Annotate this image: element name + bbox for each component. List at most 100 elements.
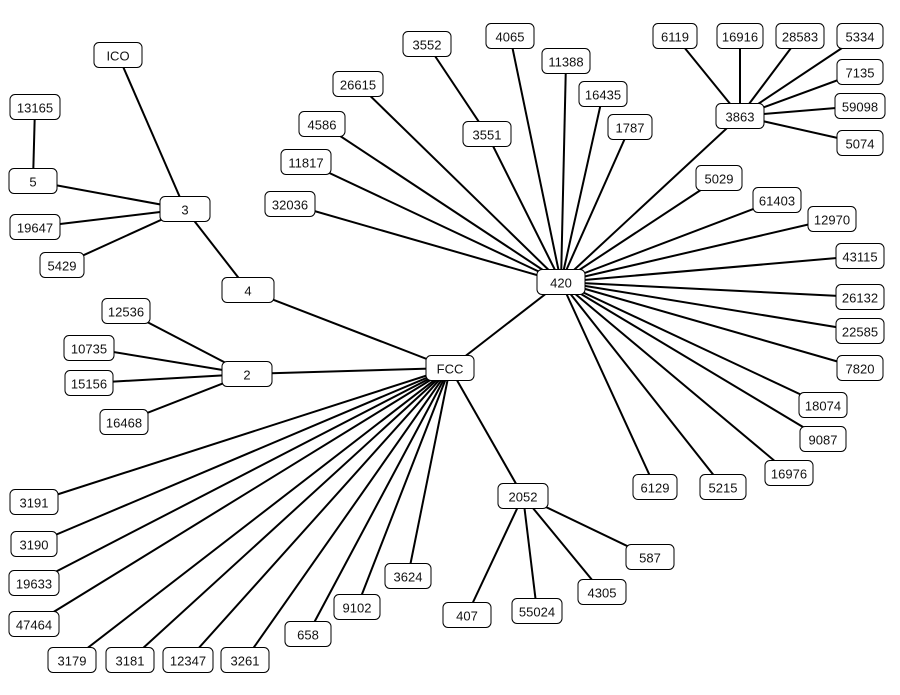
edge-4065-420 [509,35,562,283]
node-FCC: FCC [425,355,475,381]
node-label: 9087 [809,433,838,448]
node-label: ICO [106,49,129,64]
node-label: 587 [639,551,661,566]
edge-3191-FCC [33,367,451,503]
node-box [836,355,884,381]
node-420: 420 [536,269,586,295]
node-4065: 4065 [485,23,535,49]
node-label: 15156 [71,377,107,392]
node-3551: 3551 [462,121,512,147]
edge-2-FCC [246,367,451,375]
node-box [8,168,58,194]
node-box [836,23,884,49]
node-label: 7820 [846,362,875,377]
edge-9102-FCC [356,367,451,608]
edge-3624-FCC [407,367,451,577]
node-box [716,23,764,49]
edge-3261-FCC [244,367,451,661]
node-label: 5429 [48,259,77,274]
edge-5334-3863 [739,35,861,117]
node-box [462,121,512,147]
node-59098: 59098 [834,93,886,119]
node-label: 28583 [782,30,818,45]
node-label: 3552 [413,38,442,53]
node-61403: 61403 [752,187,802,213]
node-55024: 55024 [511,598,563,624]
edge-28583-3863 [739,35,801,117]
edge-6129-420 [560,281,656,488]
node-box [280,149,332,175]
node-label: 13165 [17,101,53,116]
node-12970: 12970 [807,206,857,232]
edge-3179-FCC [71,367,451,661]
node-label: 3551 [473,128,502,143]
node-box [298,111,346,137]
node-label: 19647 [17,221,53,236]
node-label: 2052 [509,490,538,505]
edge-9087-420 [560,281,824,440]
node-box [10,531,58,557]
edge-11817-420 [305,161,562,283]
node-box [9,489,59,515]
node-label: 16468 [106,416,142,431]
node-box [836,59,884,85]
node-label: 16435 [585,88,621,103]
edge-1787-420 [560,126,631,283]
node-28583: 28583 [775,23,825,49]
node-box [699,474,747,500]
node-19633: 19633 [8,570,60,596]
node-6129: 6129 [632,474,678,500]
node-box [64,370,114,396]
node-ICO: ICO [93,42,143,68]
node-label: 658 [297,628,319,643]
node-label: 18074 [805,399,841,414]
node-18074: 18074 [798,392,848,418]
node-3: 3 [159,196,211,222]
node-box [384,563,432,589]
node-box [264,191,316,217]
node-box [625,544,675,570]
edge-10735-2 [88,347,248,375]
node-12347: 12347 [162,647,214,673]
node-5029: 5029 [695,165,743,191]
node-label: 10735 [71,342,107,357]
node-407: 407 [442,602,492,628]
node-box [536,269,586,295]
node-label: 3 [181,203,188,218]
node-label: 47464 [16,618,52,633]
node-box [101,298,151,324]
node-box [284,621,332,647]
node-label: 3181 [116,654,145,669]
node-box [93,42,143,68]
node-16976: 16976 [764,460,814,486]
node-box [425,355,475,381]
node-box [9,94,61,120]
node-13165: 13165 [9,94,61,120]
node-box [834,93,886,119]
node-box [162,647,214,673]
edge-4586-420 [321,123,562,283]
node-box [9,214,61,240]
edge-5029-420 [560,177,720,283]
edge-3-4 [184,208,249,291]
node-box [39,252,85,278]
node-box [511,598,563,624]
node-587: 587 [625,544,675,570]
edge-layer [32,35,861,661]
node-box [221,277,275,303]
node-43115: 43115 [835,243,885,269]
node-label: 61403 [759,194,795,209]
edge-16435-420 [560,93,604,283]
node-9102: 9102 [333,594,381,620]
node-2052: 2052 [497,483,549,509]
node-box [485,23,535,49]
node-label: 3191 [20,496,49,511]
edge-12347-FCC [187,367,451,661]
node-5215: 5215 [699,474,747,500]
node-4305: 4305 [577,579,627,605]
edge-12970-420 [560,218,833,283]
node-4586: 4586 [298,111,346,137]
node-label: 5334 [846,30,875,45]
node-box [807,206,857,232]
node-layer: ICO1316553196475429412536107352151561646… [8,23,886,673]
